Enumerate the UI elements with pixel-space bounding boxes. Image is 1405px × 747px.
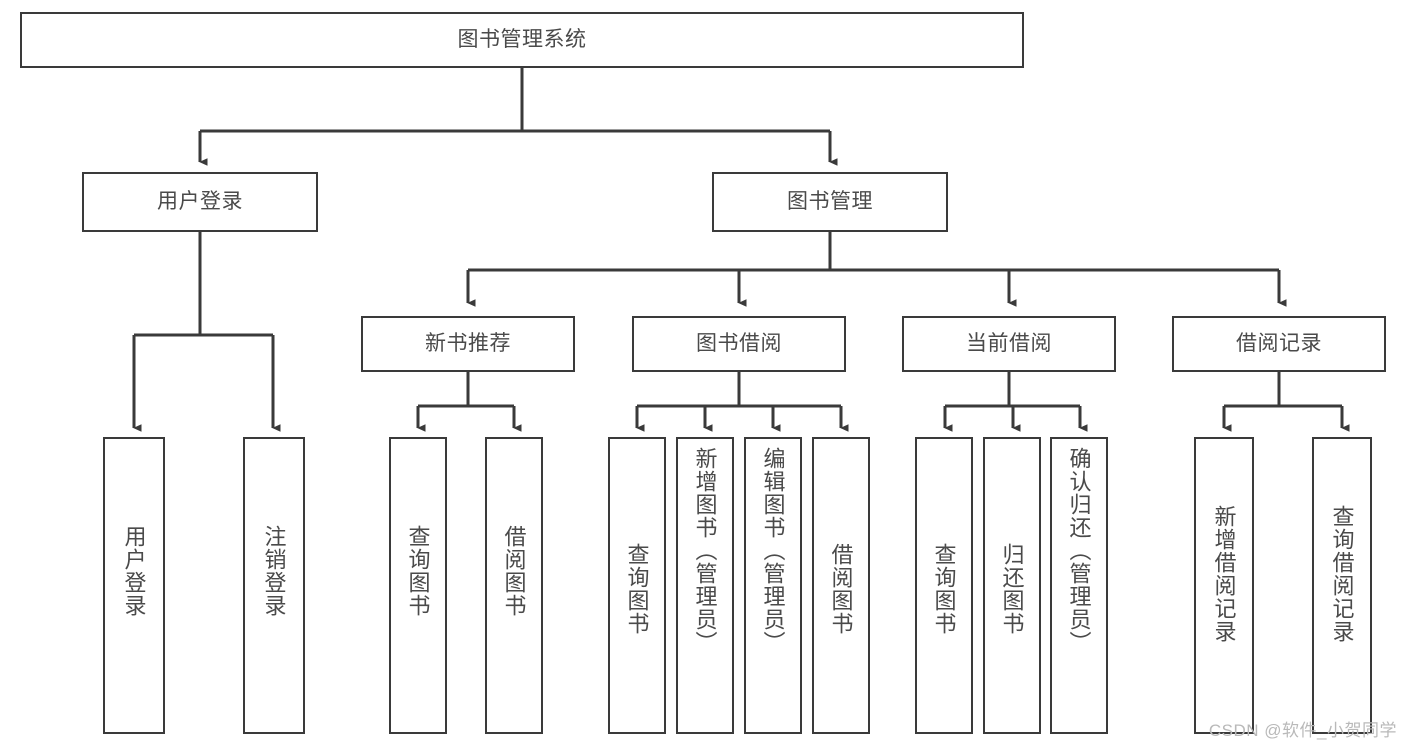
leaf-edit-book-admin[interactable]: 编辑图书（管理员） <box>744 437 802 734</box>
node-label: 确认归还（管理员） <box>1066 447 1092 654</box>
node-label: 用户登录 <box>157 189 243 213</box>
leaf-query-book-recommend[interactable]: 查询图书 <box>389 437 447 734</box>
node-book-management[interactable]: 图书管理 <box>712 172 948 232</box>
node-label: 图书管理 <box>787 189 873 213</box>
node-label: 用户登录 <box>121 525 147 617</box>
node-label: 当前借阅 <box>966 331 1052 355</box>
node-label: 查询图书 <box>931 543 957 635</box>
node-label: 新增图书（管理员） <box>692 447 718 654</box>
node-label: 图书借阅 <box>696 331 782 355</box>
node-label: 新书推荐 <box>425 331 511 355</box>
leaf-user-login[interactable]: 用户登录 <box>103 437 165 734</box>
leaf-query-book-current[interactable]: 查询图书 <box>915 437 973 734</box>
leaf-logout-login[interactable]: 注销登录 <box>243 437 305 734</box>
node-label: 查询图书 <box>624 543 650 635</box>
node-label: 归还图书 <box>999 543 1025 635</box>
node-book-borrow[interactable]: 图书借阅 <box>632 316 846 372</box>
node-label: 新增借阅记录 <box>1211 505 1237 643</box>
node-label: 借阅图书 <box>828 543 854 635</box>
leaf-query-borrow-record[interactable]: 查询借阅记录 <box>1312 437 1372 734</box>
leaf-query-book-borrow[interactable]: 查询图书 <box>608 437 666 734</box>
node-label: 图书管理系统 <box>457 27 587 51</box>
leaf-borrow-book-recommend[interactable]: 借阅图书 <box>485 437 543 734</box>
node-label: 查询借阅记录 <box>1329 505 1355 643</box>
node-new-book-recommend[interactable]: 新书推荐 <box>361 316 575 372</box>
node-user-login[interactable]: 用户登录 <box>82 172 318 232</box>
node-label: 注销登录 <box>261 525 287 617</box>
node-borrow-record[interactable]: 借阅记录 <box>1172 316 1386 372</box>
leaf-return-book[interactable]: 归还图书 <box>983 437 1041 734</box>
leaf-borrow-book[interactable]: 借阅图书 <box>812 437 870 734</box>
node-label: 查询图书 <box>405 525 431 617</box>
node-label: 借阅图书 <box>501 525 527 617</box>
node-label: 借阅记录 <box>1236 331 1322 355</box>
leaf-add-book-admin[interactable]: 新增图书（管理员） <box>676 437 734 734</box>
node-current-borrow[interactable]: 当前借阅 <box>902 316 1116 372</box>
node-root-system[interactable]: 图书管理系统 <box>20 12 1024 68</box>
node-label: 编辑图书（管理员） <box>760 447 786 654</box>
leaf-confirm-return-admin[interactable]: 确认归还（管理员） <box>1050 437 1108 734</box>
leaf-add-borrow-record[interactable]: 新增借阅记录 <box>1194 437 1254 734</box>
